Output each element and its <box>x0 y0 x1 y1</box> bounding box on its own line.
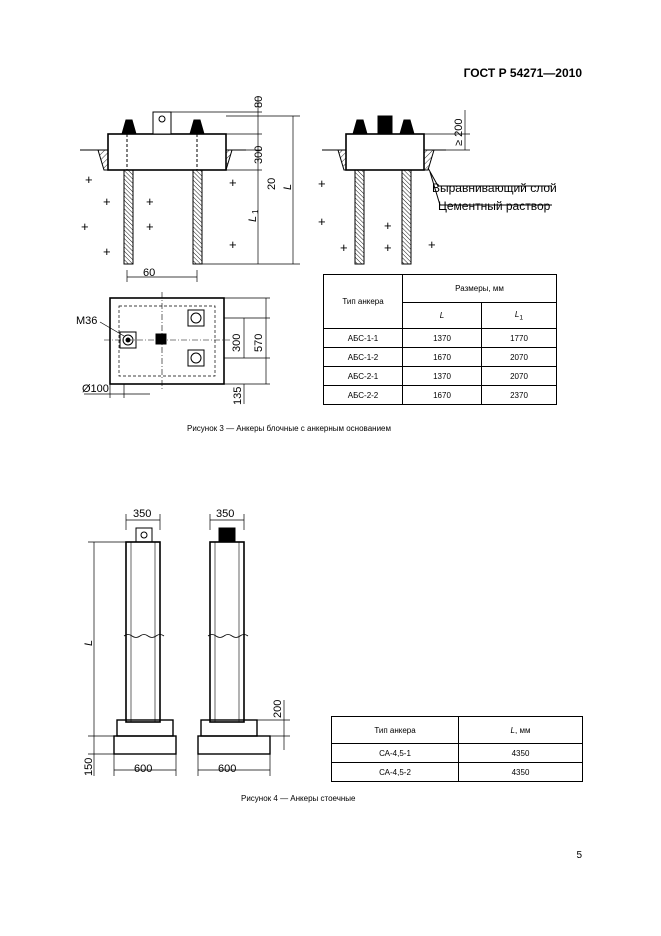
fig3-col-L: L <box>402 302 482 329</box>
dim-L: L <box>282 184 294 190</box>
table-row: АБС-1-1 1370 1770 <box>323 328 557 348</box>
leveling-layer-label: Выравнивающий слой <box>432 181 557 195</box>
dim-350-a: 350 <box>133 508 151 520</box>
dim-600-a: 600 <box>134 763 152 775</box>
fig3-table: Тип анкера Размеры, мм L L1 АБС-1-1 1370… <box>323 274 557 405</box>
dim-80: 80 <box>253 96 265 108</box>
soil-markers: + + + + + + + + + + + + + + <box>81 172 436 259</box>
table-row: АБС-2-1 1370 2070 <box>323 366 557 386</box>
table-row: АБС-2-2 1670 2370 <box>323 385 557 405</box>
fig3-plan-view <box>84 292 270 404</box>
dim-L1: L <box>247 216 259 222</box>
figure-3-caption: Рисунок 3 — Анкеры блочные с анкерным ос… <box>187 424 391 433</box>
dim-ge200: ≥ 200 <box>453 119 465 146</box>
svg-text:+: + <box>146 194 154 209</box>
dim-plan-570: 570 <box>253 334 265 352</box>
dim-300: 300 <box>253 146 265 164</box>
fig3-side-view-left <box>80 111 246 265</box>
fig4-dimensions <box>88 514 290 776</box>
table-row: СА-4,5-1 4350 <box>331 743 583 763</box>
fig4-front-view <box>113 527 177 755</box>
fig4-table: Тип анкера L, мм СА-4,5-1 4350 СА-4,5-2 … <box>331 716 583 782</box>
fig4-dim-L: L <box>83 640 95 646</box>
dim-600-b: 600 <box>218 763 236 775</box>
document-header: ГОСТ Р 54271—2010 <box>463 66 582 80</box>
svg-text:+: + <box>318 176 326 191</box>
cement-mortar-label: Цементный раствор <box>438 199 551 213</box>
page-number: 5 <box>576 850 582 861</box>
fig3-col-sizes: Размеры, мм <box>402 274 557 303</box>
dim-L1-sub: 1 <box>251 209 260 214</box>
dim-d100: Ø100 <box>82 383 109 395</box>
fig3-col-L1: L1 <box>481 302 557 329</box>
fig3-side-view-right <box>322 110 552 265</box>
svg-text:+: + <box>318 214 326 229</box>
svg-text:+: + <box>340 240 348 255</box>
svg-text:+: + <box>229 237 237 252</box>
svg-text:+: + <box>428 237 436 252</box>
svg-text:+: + <box>81 219 89 234</box>
fig4-side-view <box>197 527 271 755</box>
table-row: СА-4,5-2 4350 <box>331 762 583 782</box>
m36-label: М36 <box>76 315 97 327</box>
dim-60: 60 <box>143 267 155 279</box>
svg-text:+: + <box>384 240 392 255</box>
svg-text:+: + <box>103 244 111 259</box>
dim-plan-300: 300 <box>231 334 243 352</box>
svg-text:+: + <box>384 218 392 233</box>
dim-350-b: 350 <box>216 508 234 520</box>
dim-20: 20 <box>266 178 278 190</box>
fig4-col-type: Тип анкера <box>331 716 459 744</box>
svg-text:+: + <box>85 172 93 187</box>
figure-4-caption: Рисунок 4 — Анкеры стоечные <box>241 794 356 803</box>
fig3-dimensions-left <box>126 96 300 282</box>
svg-text:+: + <box>103 194 111 209</box>
dim-200: 200 <box>272 700 284 718</box>
fig3-col-type: Тип анкера <box>323 274 403 329</box>
svg-text:+: + <box>146 219 154 234</box>
dim-150: 150 <box>83 758 95 776</box>
fig4-col-L: L, мм <box>458 716 583 744</box>
dim-plan-135: 135 <box>232 387 244 405</box>
svg-text:+: + <box>229 175 237 190</box>
table-row: АБС-1-2 1670 2070 <box>323 347 557 367</box>
